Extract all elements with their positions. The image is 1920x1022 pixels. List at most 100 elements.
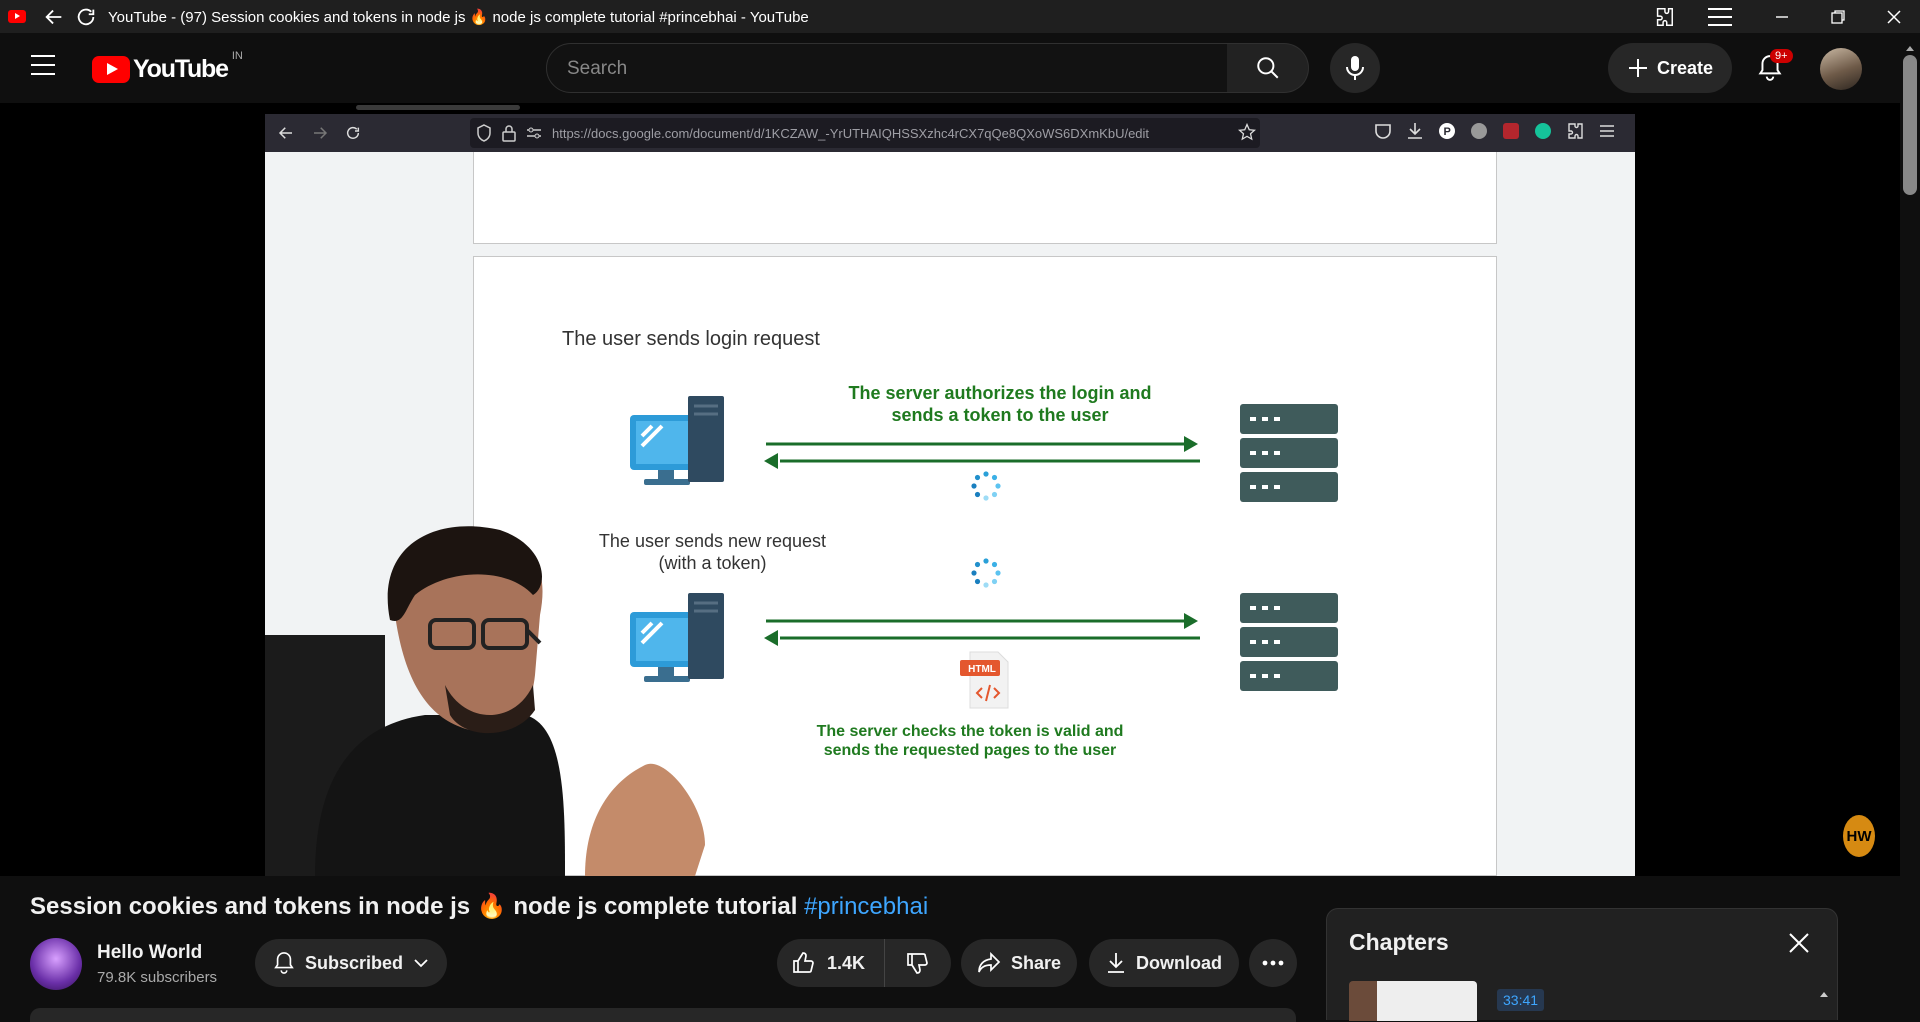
- request-arrow: [766, 436, 1198, 452]
- pocket-icon: [1375, 124, 1391, 139]
- permissions-icon: [526, 126, 542, 145]
- server-check-line1: The server checks the token is valid and: [816, 723, 1124, 740]
- menu-hamburger-icon[interactable]: [1706, 3, 1734, 31]
- search-input[interactable]: [547, 44, 1209, 94]
- chapter-timestamp[interactable]: 33:41: [1497, 989, 1545, 1011]
- inner-forward-icon: [314, 127, 328, 139]
- chevron-down-icon: [414, 959, 428, 968]
- dislike-button[interactable]: [885, 939, 949, 987]
- inner-reload-icon: [346, 126, 360, 139]
- html-document-icon: [960, 651, 1009, 709]
- step1-label: The user sends login request: [562, 328, 820, 350]
- server-check-line2: sends the requested pages to the user: [823, 742, 1117, 759]
- window-title-bar: YouTube - (97) Session cookies and token…: [0, 0, 1920, 33]
- bookmark-star-icon: [1237, 122, 1257, 146]
- diagram-graphics: [630, 396, 1338, 709]
- scrollbar-thumb[interactable]: [1903, 55, 1917, 195]
- share-label: Share: [1010, 952, 1062, 973]
- reload-icon[interactable]: [72, 3, 100, 31]
- extensions-puzzle-icon[interactable]: [1650, 3, 1678, 31]
- close-icon: [1789, 933, 1809, 953]
- youtube-play-icon: [92, 56, 130, 83]
- like-dislike-group: 1.4K: [777, 939, 951, 987]
- logo-text: YouTube: [133, 55, 229, 83]
- download-button[interactable]: Download: [1089, 939, 1239, 987]
- server-auth-text: The server authorizes the login and send…: [800, 382, 1200, 426]
- channel-avatar[interactable]: [30, 938, 82, 990]
- server-check-text: The server checks the token is valid and…: [780, 722, 1160, 760]
- close-window-icon[interactable]: [1880, 3, 1908, 31]
- token-request-arrow: [766, 613, 1198, 629]
- inner-tab-indicator: [356, 105, 520, 110]
- lock-icon: [502, 124, 516, 147]
- page-scrollbar[interactable]: [1900, 33, 1920, 1020]
- inner-url: https://docs.google.com/document/d/1KCZA…: [552, 125, 1150, 141]
- share-button[interactable]: Share: [961, 939, 1077, 987]
- server-icon: [1240, 593, 1338, 691]
- inner-extensions: P: [1374, 122, 1616, 140]
- like-button[interactable]: 1.4K: [777, 939, 885, 987]
- guide-menu-icon[interactable]: [30, 54, 56, 81]
- scroll-up-arrow-icon[interactable]: [1905, 39, 1915, 57]
- chapters-title: Chapters: [1349, 929, 1449, 955]
- bell-icon: [274, 952, 294, 974]
- server-auth-line1: The server authorizes the login and: [848, 383, 1152, 403]
- plus-icon: [1628, 59, 1647, 77]
- grammarly-icon: [1535, 123, 1551, 139]
- inner-url-bar: https://docs.google.com/document/d/1KCZA…: [470, 118, 1260, 148]
- youtube-favicon-icon: [8, 10, 26, 23]
- account-avatar[interactable]: [1820, 48, 1862, 90]
- inner-menu-icon: [1600, 125, 1614, 137]
- red-extension-icon: [1503, 123, 1519, 139]
- chapters-panel: Chapters 33:41: [1326, 908, 1838, 1021]
- microphone-icon: [1346, 56, 1364, 80]
- search-icon: [1256, 57, 1278, 79]
- close-chapters-button[interactable]: [1787, 931, 1811, 960]
- inner-puzzle-icon: [1568, 123, 1583, 139]
- computer-icon: [630, 593, 724, 682]
- svg-text:P: P: [1444, 126, 1451, 138]
- thumbs-down-icon: [907, 953, 928, 974]
- p-extension-icon: P: [1439, 123, 1455, 139]
- shield-icon: [476, 124, 492, 147]
- subscriber-count: 79.8K subscribers: [97, 969, 218, 986]
- chapters-scroll-up-icon[interactable]: [1819, 985, 1829, 1003]
- channel-watermark[interactable]: HW: [1843, 815, 1875, 857]
- restore-icon[interactable]: [1824, 3, 1852, 31]
- inner-back-icon: [278, 127, 292, 139]
- search-box[interactable]: [546, 43, 1228, 94]
- video-title-hashtag[interactable]: #princebhai: [804, 893, 929, 920]
- step2-line2: (with a token): [658, 553, 767, 573]
- presenter-webcam-overlay: [265, 526, 705, 876]
- window-title: YouTube - (97) Session cookies and token…: [108, 8, 809, 26]
- step2-line1: The user sends new request: [598, 531, 827, 551]
- step2-label: The user sends new request (with a token…: [590, 530, 835, 574]
- subscribed-label: Subscribed: [304, 952, 404, 973]
- notification-count-badge: 9+: [1770, 49, 1793, 63]
- search-button[interactable]: [1227, 43, 1309, 93]
- minimize-icon[interactable]: [1768, 3, 1796, 31]
- channel-name[interactable]: Hello World: [97, 942, 203, 963]
- response-arrow: [764, 453, 1200, 469]
- subscribed-button[interactable]: Subscribed: [255, 939, 447, 987]
- html-badge: HTML: [968, 664, 996, 675]
- video-title-main: Session cookies and tokens in node js 🔥 …: [30, 893, 798, 920]
- description-box[interactable]: [30, 1008, 1296, 1022]
- loading-spinner-icon: [971, 558, 1001, 588]
- download-icon: [1408, 123, 1422, 139]
- chapter-thumbnail[interactable]: [1349, 981, 1477, 1021]
- create-label: Create: [1656, 57, 1714, 78]
- more-horizontal-icon: [1262, 960, 1284, 966]
- document-page-top: [473, 152, 1497, 244]
- server-auth-line2: sends a token to the user: [891, 405, 1109, 425]
- more-actions-button[interactable]: [1249, 939, 1297, 987]
- thumbs-up-icon: [793, 952, 814, 973]
- server-icon: [1240, 404, 1338, 502]
- back-arrow-icon[interactable]: [40, 3, 68, 31]
- youtube-logo[interactable]: YouTube IN: [92, 50, 243, 84]
- download-label: Download: [1136, 952, 1222, 973]
- voice-search-button[interactable]: [1330, 43, 1380, 93]
- computer-icon: [630, 396, 724, 485]
- video-title: Session cookies and tokens in node js 🔥 …: [30, 892, 928, 921]
- create-button[interactable]: Create: [1608, 43, 1732, 93]
